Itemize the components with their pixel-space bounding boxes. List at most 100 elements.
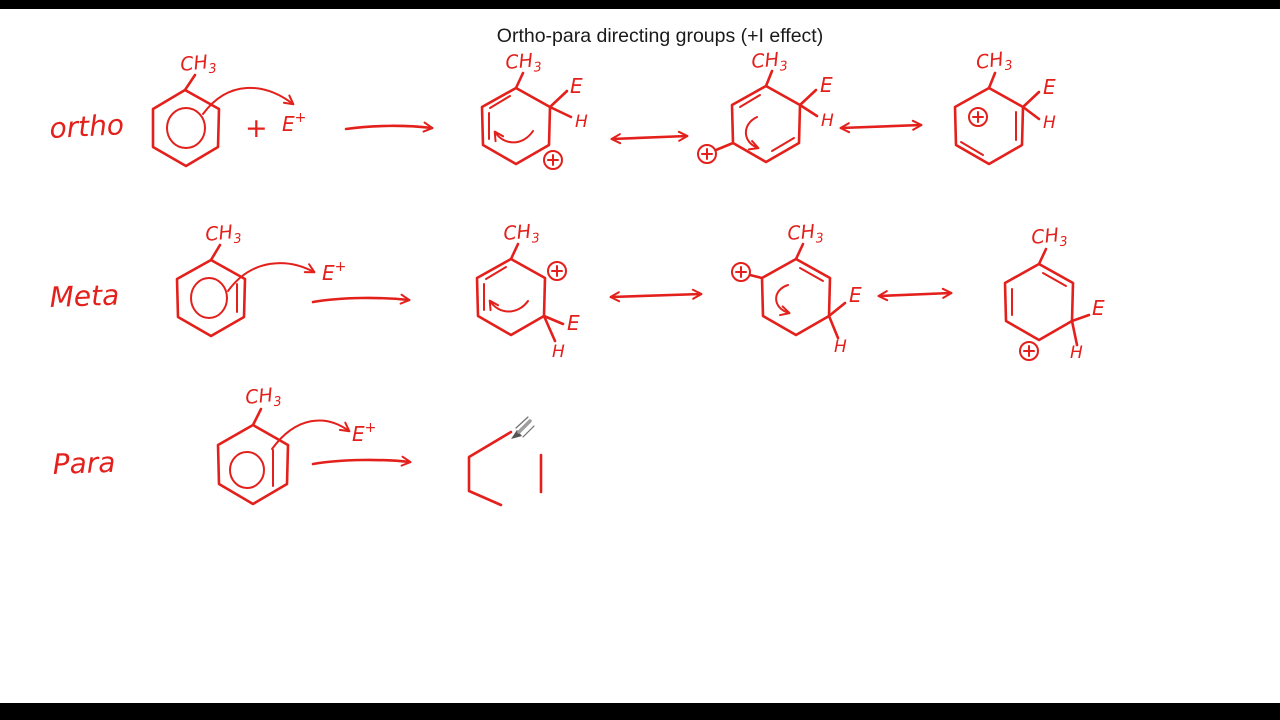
e-substituent-bond [798, 88, 818, 107]
methyl-label: CH3 [505, 49, 543, 78]
benzene-ring [730, 84, 802, 164]
benzene-ring [1003, 262, 1075, 342]
methyl-label: CH3 [975, 47, 1014, 78]
electrophile-label: E+ [322, 259, 346, 285]
h-bond [1021, 105, 1041, 121]
double-bond [960, 141, 984, 156]
methyl-label: CH3 [503, 220, 541, 249]
methyl-bond [794, 242, 805, 261]
double-bond [799, 267, 824, 282]
electrophile-label: E+ [282, 110, 306, 136]
carbocation-intermediate-ortho-3: CH3 E H [953, 47, 1056, 166]
reaction-arrow [311, 455, 412, 467]
pen-cursor-icon [511, 416, 535, 439]
e-substituent-label: E [849, 283, 862, 307]
h-label: H [834, 337, 847, 357]
e-substituent-label: E [1043, 75, 1056, 99]
electron-push-arrow [271, 419, 351, 450]
methyl-label: CH3 [1030, 223, 1068, 253]
h-label: H [1043, 113, 1056, 133]
row-meta: Meta CH3 E+ CH3 E H [49, 220, 1105, 363]
plus-charge-icon [543, 150, 563, 170]
electron-push-arrow [488, 299, 529, 313]
top-letterbox-bar [0, 0, 1280, 9]
plus-charge-icon [547, 261, 567, 281]
h-label: H [575, 112, 588, 132]
row-label-meta: Meta [49, 279, 120, 314]
row-ortho: ortho CH3 + E+ CH3 E H [49, 47, 1056, 170]
e-substituent-label: E [570, 74, 583, 98]
aromatic-circle [190, 277, 228, 319]
electrophile-label: E+ [352, 420, 376, 446]
carbocation-intermediate-ortho-2: CH3 E H [697, 49, 834, 164]
double-bond [485, 266, 507, 280]
plus-charge-icon [697, 144, 717, 164]
methyl-bond [514, 71, 525, 90]
double-bond [489, 95, 511, 109]
methyl-label: CH3 [787, 220, 825, 249]
e-substituent-bond [548, 89, 569, 109]
carbocation-intermediate-meta-3: CH3 E H [1003, 223, 1105, 363]
plus-charge-icon [968, 107, 988, 127]
h-label: H [1070, 343, 1083, 363]
electron-push-arrow [202, 86, 295, 115]
h-bond [827, 314, 840, 340]
resonance-arrow [877, 287, 953, 302]
electron-push-arrow [775, 284, 791, 317]
benzene-ring [475, 257, 547, 337]
resonance-arrow [839, 119, 923, 134]
reaction-arrow [311, 293, 411, 305]
bottom-letterbox-bar [0, 703, 1280, 720]
row-label-para: Para [52, 446, 116, 481]
h-label: H [821, 111, 834, 131]
toluene-structure-ortho: CH3 [151, 50, 295, 168]
benzene-ring [216, 423, 290, 506]
benzene-ring [151, 88, 221, 168]
methyl-bond [509, 242, 520, 261]
partial-ring-sketch [467, 430, 543, 507]
e-substituent-label: E [1092, 296, 1105, 320]
partial-ring-left [467, 430, 513, 507]
double-bond [739, 94, 761, 108]
electron-push-arrow [493, 130, 534, 144]
e-substituent-label: E [567, 311, 580, 335]
charge-bond [748, 273, 764, 280]
double-bond [1042, 272, 1067, 287]
methyl-bond [764, 69, 774, 88]
resonance-arrow [609, 288, 703, 303]
aromatic-circle [166, 107, 206, 149]
double-bond [771, 137, 795, 152]
e-substituent-label: E [820, 73, 833, 97]
page-title: Ortho-para directing groups (+I effect) [497, 25, 823, 47]
benzene-ring [480, 86, 552, 166]
plus-charge-icon [1019, 341, 1039, 361]
e-substituent-bond [1070, 313, 1091, 323]
benzene-ring [760, 257, 832, 337]
electron-push-arrow [227, 262, 316, 292]
methyl-label: CH3 [204, 220, 242, 250]
row-para: Para CH3 E+ [52, 383, 543, 507]
methyl-label: CH3 [179, 50, 217, 80]
benzene-ring [175, 258, 247, 338]
methyl-bond [251, 407, 263, 427]
carbocation-intermediate-meta-2: CH3 E H [731, 220, 862, 357]
row-label-ortho: ortho [49, 108, 125, 145]
h-bond [548, 105, 573, 119]
e-substituent-bond [1021, 90, 1041, 109]
plus-sign: + [245, 113, 268, 144]
h-bond [798, 103, 819, 118]
methyl-bond [183, 73, 197, 92]
electron-push-arrow [744, 116, 760, 151]
carbocation-intermediate-meta-1: CH3 E H [475, 220, 580, 362]
plus-charge-icon [731, 262, 751, 282]
methyl-bond [1037, 247, 1048, 266]
e-substituent-bond [827, 301, 847, 318]
h-bond [1070, 319, 1079, 347]
methyl-label: CH3 [244, 383, 282, 413]
reaction-arrow [344, 121, 434, 133]
carbocation-intermediate-ortho-1: CH3 E H [480, 49, 588, 170]
toluene-structure-para: CH3 [216, 383, 351, 506]
e-substituent-bond [542, 314, 565, 326]
methyl-bond [987, 71, 997, 90]
